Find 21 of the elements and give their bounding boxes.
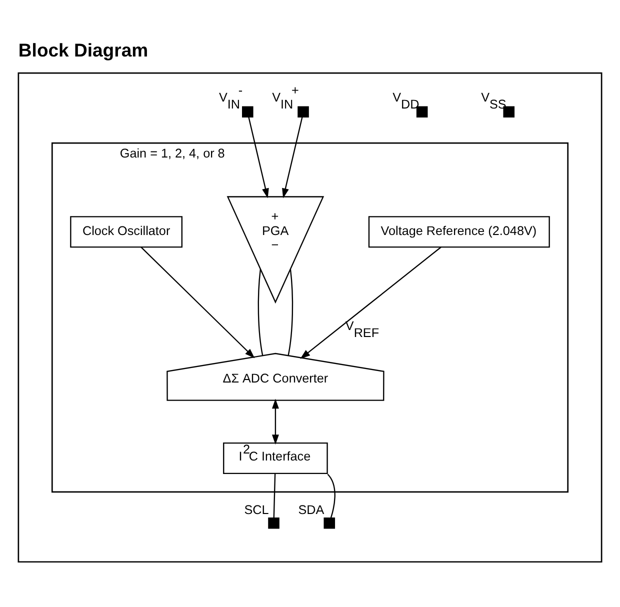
arrow (248, 116, 269, 198)
node-label: SDA (298, 502, 324, 516)
cluster (18, 72, 602, 562)
node-box (268, 516, 280, 528)
cluster (51, 142, 569, 492)
arrow (282, 116, 303, 198)
node-box (324, 516, 336, 528)
node-box: Voltage Reference (2.048V) (368, 216, 550, 248)
diagram-title: Block Diagram (18, 39, 148, 60)
node-label: Gain = 1, 2, 4, or 8 (120, 146, 225, 160)
node-box (298, 106, 309, 117)
node-box: Clock Oscillator (70, 216, 182, 248)
arrow (272, 398, 279, 444)
connector (288, 268, 294, 356)
node-box (242, 106, 254, 117)
connector (327, 473, 336, 518)
arrow (300, 246, 442, 358)
arrow (140, 246, 255, 358)
connector (273, 472, 276, 518)
connector (258, 268, 264, 356)
node-label: SCL (244, 502, 269, 516)
